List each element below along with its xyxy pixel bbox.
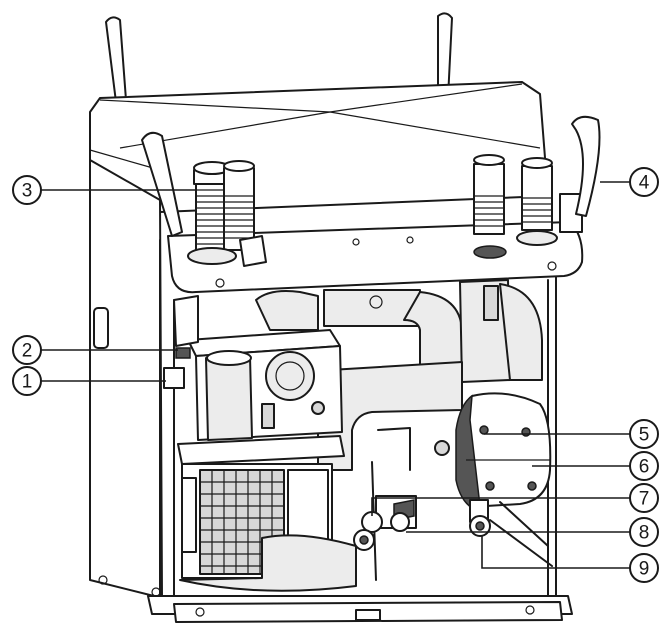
leader-lines bbox=[41, 181, 630, 569]
control-box bbox=[163, 295, 343, 441]
callout-2: 2 bbox=[12, 335, 42, 365]
callout-label: 3 bbox=[22, 181, 33, 202]
callout-label: 9 bbox=[639, 559, 650, 580]
connection-plate bbox=[167, 193, 584, 294]
callout-label: 5 bbox=[639, 425, 650, 446]
carrying-straps bbox=[105, 12, 453, 103]
callout-1: 1 bbox=[12, 366, 42, 396]
callout-9: 9 bbox=[629, 553, 659, 583]
callout-7: 7 bbox=[629, 483, 659, 513]
pump bbox=[434, 392, 552, 509]
pipe-connections-left bbox=[187, 160, 267, 267]
callout-label: 1 bbox=[22, 372, 33, 393]
callout-3: 3 bbox=[12, 175, 42, 205]
housing-side-panel bbox=[89, 159, 163, 599]
valves-connectors bbox=[353, 427, 553, 581]
callout-label: 6 bbox=[639, 457, 650, 478]
callout-label: 7 bbox=[639, 489, 650, 510]
pipe-connections-right bbox=[473, 154, 558, 246]
callout-4: 4 bbox=[629, 167, 659, 197]
callout-label: 2 bbox=[22, 341, 33, 362]
callout-5: 5 bbox=[629, 419, 659, 449]
callout-6: 6 bbox=[629, 451, 659, 481]
side-handles bbox=[141, 115, 601, 237]
callout-label: 8 bbox=[639, 523, 650, 544]
base-tray bbox=[147, 534, 573, 623]
callout-8: 8 bbox=[629, 517, 659, 547]
internal-pipework bbox=[255, 279, 543, 471]
callout-label: 4 bbox=[639, 173, 650, 194]
